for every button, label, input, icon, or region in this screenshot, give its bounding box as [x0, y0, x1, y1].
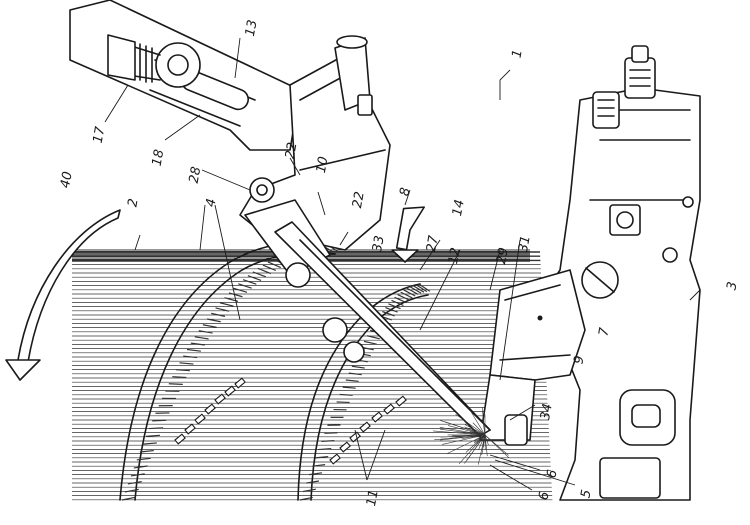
needle-bed-lines	[72, 250, 552, 500]
ref-13: 13	[243, 19, 261, 38]
ref-3: 3	[724, 281, 740, 292]
ref-6a: 6	[544, 469, 560, 480]
ref-12: 12	[446, 246, 464, 265]
ref-29: 29	[494, 246, 512, 265]
ref-40: 40	[58, 170, 76, 189]
ref-2: 2	[125, 197, 141, 208]
ref-18: 18	[150, 148, 168, 167]
ref-31: 31	[516, 234, 534, 253]
ref-28: 28	[187, 166, 205, 185]
ref-22a: 22	[283, 141, 301, 160]
ref-22b: 22	[350, 190, 368, 209]
ref-27: 27	[424, 234, 442, 254]
stitch-loops	[175, 378, 406, 464]
ref-4: 4	[203, 197, 219, 208]
ref-11: 11	[364, 489, 382, 508]
ref-6b: 6	[536, 491, 552, 502]
ref-10: 10	[314, 155, 332, 174]
rotation-arrow	[6, 210, 120, 380]
ref-34: 34	[538, 402, 556, 421]
ref-1: 1	[510, 48, 526, 59]
ref-14: 14	[450, 198, 468, 217]
ref-17: 17	[91, 125, 109, 145]
ref-8: 8	[397, 186, 413, 197]
ref-33: 33	[370, 234, 388, 253]
cam-plate	[480, 270, 585, 445]
